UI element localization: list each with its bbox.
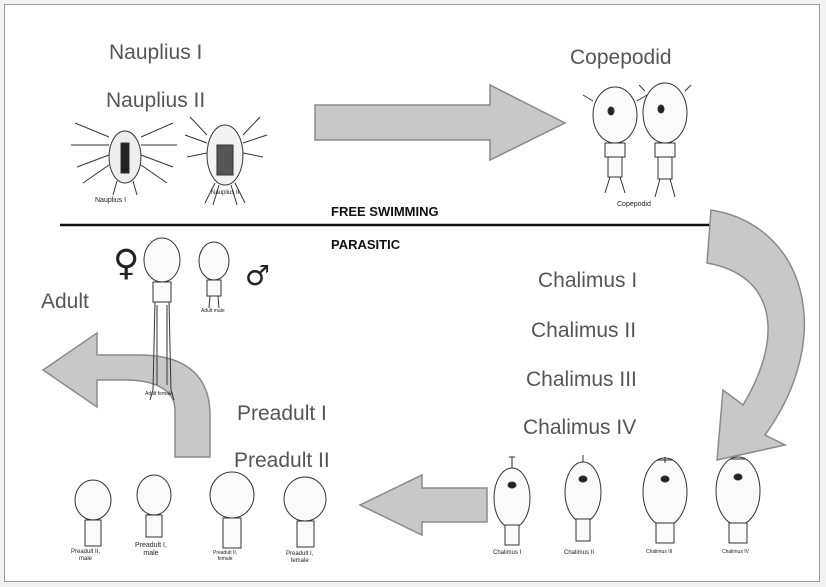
preadult-figures	[75, 472, 326, 548]
copepodid-caption: Copepodid	[617, 201, 651, 209]
nauplius-2-label: Nauplius II	[106, 89, 205, 113]
copepodid-label: Copepodid	[570, 46, 672, 70]
lifecycle-diagram: Nauplius I Nauplius II Copepodid Chalimu…	[4, 4, 820, 582]
parasitic-label: PARASITIC	[331, 237, 400, 252]
nauplius-1-label: Nauplius I	[109, 41, 202, 65]
nauplius-2-caption: Nauplius II	[211, 190, 239, 197]
arrow-chalimus-to-preadult	[360, 475, 487, 535]
chalimus-2-label: Chalimus II	[531, 319, 636, 343]
free-swimming-label: FREE SWIMMING	[331, 204, 439, 219]
female-symbol-icon: ♀	[113, 243, 139, 284]
chalimus-3-label: Chalimus III	[526, 368, 637, 392]
chalimus-4-label: Chalimus IV	[523, 416, 636, 440]
preadult-1-female-caption: Preadult I, female	[286, 551, 313, 564]
chalimus-3-caption: Chalimus III	[646, 550, 672, 556]
chalimus-2-caption: Chalimus II	[564, 550, 594, 557]
preadult-1-male-caption: Preadult I, male	[135, 542, 167, 557]
preadult-2-label: Preadult II	[234, 449, 330, 473]
nauplius-1-figure	[71, 123, 177, 195]
nauplius-1-caption: Nauplius I	[95, 197, 126, 205]
chalimus-1-label: Chalimus I	[538, 269, 637, 293]
preadult-1-label: Preadult I	[237, 402, 327, 426]
arrow-preadult-to-adult	[43, 333, 210, 457]
chalimus-1-caption: Chalimus I	[493, 550, 521, 557]
adult-male-figure	[199, 242, 229, 308]
male-symbol-icon: ♂	[245, 259, 270, 292]
chalimus-figures	[494, 455, 760, 545]
adult-female-caption: Adult female	[145, 392, 173, 398]
preadult-2-female-caption: Preadult II, female	[213, 551, 237, 562]
preadult-2-male-caption: Preadult II, male	[71, 549, 100, 562]
arrow-nauplius-to-copepodid	[315, 85, 565, 160]
arrow-copepodid-to-chalimus	[707, 210, 804, 460]
adult-male-caption: Adult male	[201, 309, 225, 315]
copepodid-figure	[583, 83, 691, 197]
chalimus-4-caption: Chalimus IV	[722, 550, 749, 556]
adult-label: Adult	[41, 290, 89, 314]
